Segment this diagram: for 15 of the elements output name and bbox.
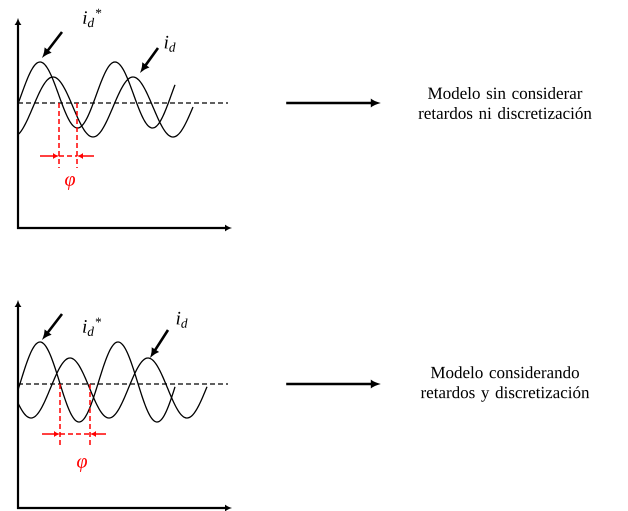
arrow bbox=[286, 99, 378, 107]
curve-label: i$_{d}$ bbox=[164, 36, 176, 52]
model-caption: Modelo sin considerar retardos ni discretización bbox=[418, 87, 592, 119]
arrow bbox=[286, 380, 378, 388]
phase-label: φ bbox=[77, 458, 87, 472]
waveform-graph-drawing bbox=[15, 302, 230, 511]
model-caption: Modelo considerando retardos y discretización bbox=[420, 366, 590, 402]
phase-label: φ bbox=[65, 176, 75, 190]
pointer-arrow bbox=[141, 47, 160, 72]
curve-label: i$_{d}$* bbox=[83, 318, 102, 336]
pointer-arrow bbox=[43, 31, 64, 56]
pointer-arrow bbox=[43, 313, 64, 338]
curve-label: i$_{d}$* bbox=[83, 8, 102, 28]
curve-label: i$_{d}$ bbox=[176, 312, 188, 328]
pointer-arrow bbox=[150, 329, 170, 356]
